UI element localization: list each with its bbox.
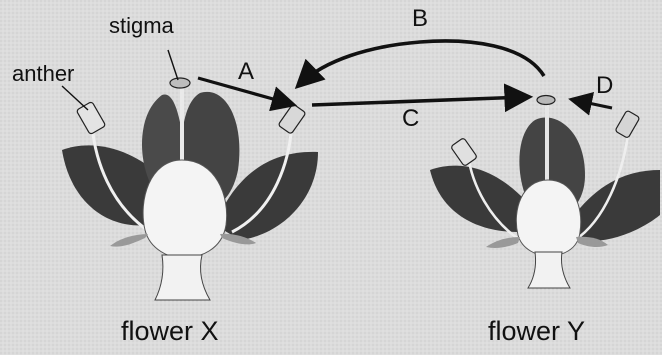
anther-label: anther bbox=[12, 63, 74, 85]
flower-y-caption: flower Y bbox=[488, 318, 585, 345]
arrow-c-label: C bbox=[402, 107, 419, 131]
stigma-label: stigma bbox=[109, 15, 174, 37]
arrow-a-label: A bbox=[238, 60, 254, 84]
arrow-b-label: B bbox=[412, 7, 428, 31]
flower-y-stigma bbox=[537, 96, 555, 105]
flower-x-stigma bbox=[170, 78, 190, 88]
flower-y-ovary bbox=[516, 180, 580, 256]
flower-x-caption: flower X bbox=[121, 318, 219, 345]
arrow-d-label: D bbox=[596, 74, 613, 98]
